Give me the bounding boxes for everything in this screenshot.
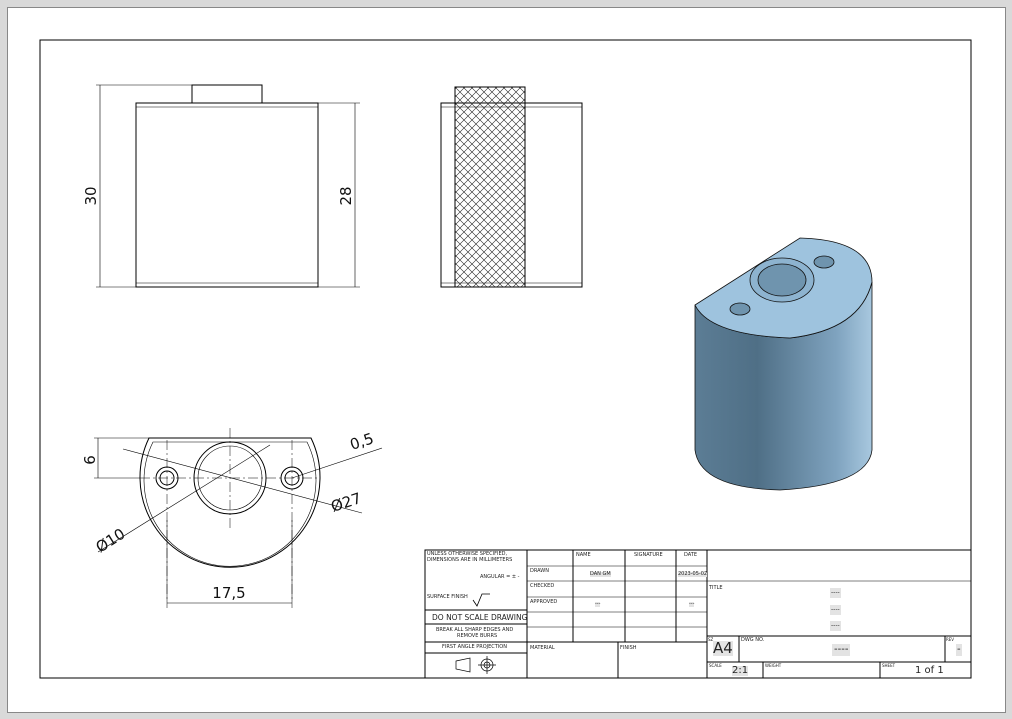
dim-chamfer: 0,5: [348, 429, 376, 453]
dim-height-30: 30: [82, 186, 100, 205]
note-do-not-scale: DO NOT SCALE DRAWING: [432, 613, 528, 622]
row-approved-name[interactable]: ---: [595, 601, 601, 607]
rev-label: REV: [946, 637, 955, 642]
note-projection: FIRST ANGLE PROJECTION: [442, 644, 507, 650]
header-name: NAME: [576, 552, 591, 558]
header-signature: SIGNATURE: [634, 552, 663, 558]
row-checked-label: CHECKED: [530, 583, 555, 589]
dim-hole-spacing: 17,5: [212, 584, 245, 602]
sheet-label: SHEET: [882, 663, 896, 668]
isometric-view: [694, 237, 873, 491]
top-view: [94, 428, 383, 608]
note-surface-finish: SURFACE FINISH: [427, 594, 468, 600]
rev-value[interactable]: -: [956, 644, 962, 656]
material-label: MATERIAL: [530, 645, 555, 651]
surface-finish-symbol-icon: [472, 593, 490, 607]
scale-label: SCALE: [709, 663, 722, 668]
note-break-edges-1: BREAK ALL SHARP EDGES AND: [436, 627, 514, 633]
note-units-1: UNLESS OTHERWISE SPECIFIED,: [427, 551, 508, 557]
row-drawn-date[interactable]: 2023-05-02: [678, 571, 708, 577]
row-approved-label: APPROVED: [530, 599, 558, 605]
note-units-2: DIMENSIONS ARE IN MILLIMETERS: [427, 557, 513, 563]
sheet-value: 1 of 1: [915, 665, 944, 676]
finish-label: FINISH: [620, 645, 637, 651]
title-line-1[interactable]: ----: [830, 588, 841, 598]
header-date: DATE: [684, 552, 698, 558]
note-break-edges-2: REMOVE BURRS: [457, 633, 498, 639]
title-label: TITLE: [709, 585, 723, 591]
scale-value[interactable]: 2:1: [732, 665, 749, 676]
size-value[interactable]: A4: [713, 639, 733, 657]
title-line-3[interactable]: ----: [830, 621, 841, 631]
row-drawn-label: DRAWN: [530, 568, 549, 574]
row-drawn-name[interactable]: DAN GM: [590, 571, 611, 577]
dwg-no-label: DWG NO.: [741, 637, 765, 643]
title-block: [424, 549, 972, 679]
note-angular: ANGULAR = ± -: [480, 574, 520, 580]
dim-flat-6: 6: [81, 455, 99, 465]
side-view: [440, 86, 583, 288]
dim-height-28: 28: [337, 186, 355, 205]
size-label: SZ: [708, 637, 714, 642]
weight-label: WEIGHT: [765, 663, 782, 668]
dim-bore-diameter: Ø10: [93, 525, 129, 557]
dwg-no-value[interactable]: ----: [832, 644, 851, 656]
row-approved-date[interactable]: ---: [689, 601, 695, 607]
title-line-2[interactable]: ----: [830, 605, 841, 615]
first-angle-projection-icon: [455, 656, 496, 674]
front-view: [96, 84, 360, 288]
